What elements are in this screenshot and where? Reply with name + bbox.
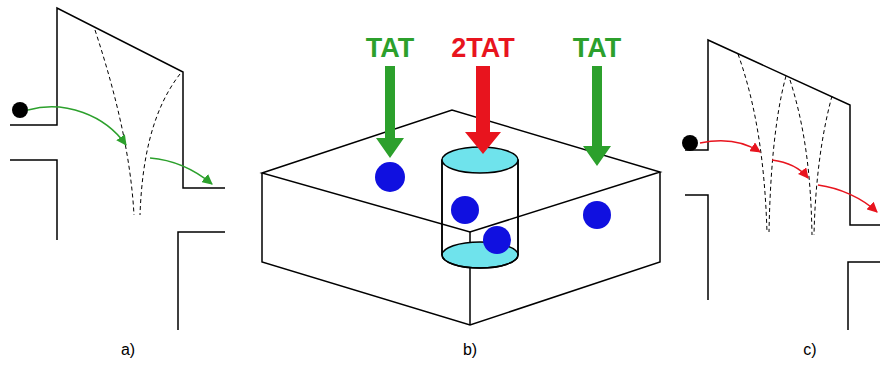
mechanism-label: 2TAT: [451, 35, 515, 62]
injection-arrows: [376, 66, 611, 166]
panel-label: b): [463, 342, 477, 358]
band-diagram-a: [10, 8, 225, 330]
panel-label: c): [803, 342, 816, 358]
panel-label: a): [121, 342, 135, 358]
mechanism-label: TAT: [573, 35, 621, 62]
band-diagram-c: [682, 40, 880, 330]
mechanism-label: TAT: [366, 35, 414, 62]
